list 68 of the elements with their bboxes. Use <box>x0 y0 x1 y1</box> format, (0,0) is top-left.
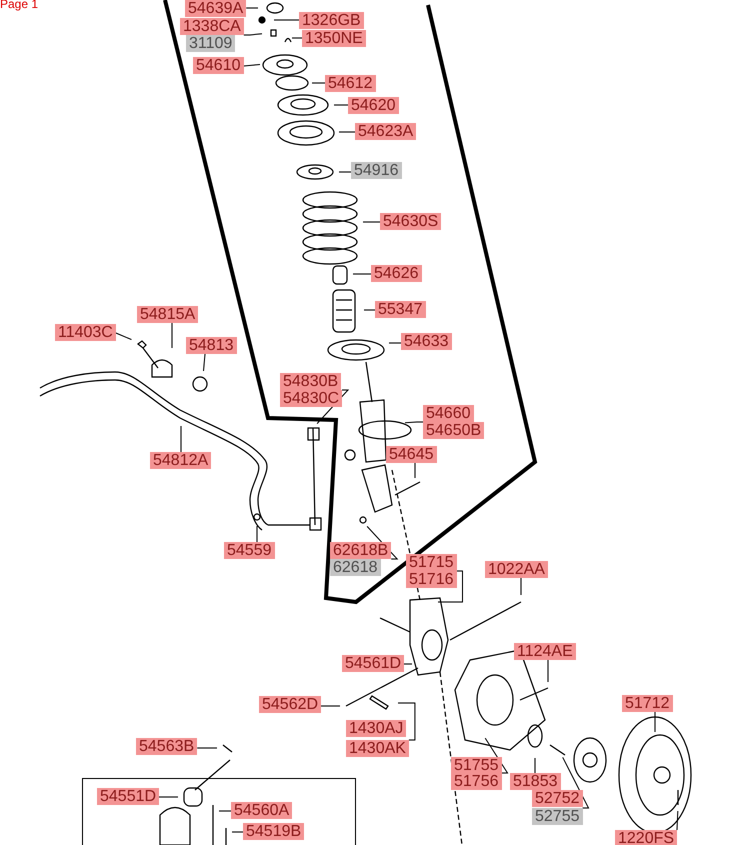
part-number: 54813 <box>186 337 236 354</box>
leader-line <box>158 796 178 798</box>
part-number: 54612 <box>325 75 376 92</box>
part-number: 1430AK <box>346 740 409 757</box>
part-number: 51755 <box>451 757 502 774</box>
part-number: 54916 <box>351 162 402 179</box>
part-number: 54563B <box>136 738 198 755</box>
leader-line <box>398 702 416 740</box>
leader-line <box>243 33 262 36</box>
leader-line <box>534 758 536 774</box>
leader-line <box>115 332 132 340</box>
leader-line <box>520 578 522 596</box>
part-number: 54639A <box>185 0 246 17</box>
leader-line <box>438 570 463 602</box>
page-number: Page 1 <box>0 0 38 11</box>
part-number: 51715 <box>406 554 456 571</box>
part-number: 1326GB <box>299 12 364 29</box>
part-number: 62618 <box>330 559 380 576</box>
part-number: 54561D <box>342 655 404 672</box>
leader-line <box>312 82 326 84</box>
leader-line <box>484 738 508 774</box>
part-number: 54812A <box>150 452 212 469</box>
part-number: 1220FS <box>615 830 678 845</box>
part-number: 54650B <box>423 422 484 439</box>
part-number: 1430AJ <box>346 720 406 737</box>
part-number: 54610 <box>193 57 244 74</box>
part-number: 1338CA <box>180 18 244 35</box>
leader-line <box>334 104 348 106</box>
part-number: 51853 <box>510 773 560 790</box>
leader-line <box>654 712 656 732</box>
leader-line <box>180 426 182 452</box>
part-number: 52752 <box>532 790 582 807</box>
leader-line <box>676 810 678 830</box>
leader-line <box>256 526 258 542</box>
leader-line <box>404 422 424 424</box>
part-number: 1124AE <box>514 643 576 660</box>
part-number: 55347 <box>375 301 426 318</box>
leader-line <box>414 462 416 478</box>
part-number: 54830B <box>280 373 342 390</box>
leader-line <box>388 342 402 344</box>
part-number: 51716 <box>406 571 456 588</box>
leader-line <box>218 810 232 812</box>
part-number: 54660 <box>423 405 474 422</box>
part-number: 54645 <box>386 446 436 463</box>
part-number: 51712 <box>622 695 672 712</box>
leader-line <box>203 354 206 372</box>
part-number: 54620 <box>348 97 398 114</box>
part-number: 54551D <box>97 788 160 805</box>
part-number: 54815A <box>137 306 198 323</box>
part-number: 51756 <box>451 773 502 790</box>
part-number: 52755 <box>532 808 582 825</box>
part-number: 54623A <box>355 123 416 140</box>
part-number: 1350NE <box>302 30 366 47</box>
part-number: 54559 <box>224 542 274 559</box>
leader-line <box>562 756 590 808</box>
leader-line <box>243 64 260 66</box>
part-number: 31109 <box>186 35 236 52</box>
part-number: 62618B <box>330 542 392 559</box>
part-number: 1022AA <box>485 561 548 578</box>
part-number: 54519B <box>243 823 304 840</box>
part-number: 54630S <box>380 213 442 230</box>
assembly-frame <box>82 778 356 845</box>
part-number: 54626 <box>371 265 422 282</box>
part-number: 11403C <box>55 324 116 341</box>
part-number: 54830C <box>280 390 342 407</box>
part-number: 54633 <box>401 333 452 350</box>
part-number: 54562D <box>259 696 322 713</box>
part-number: 54560A <box>231 802 292 819</box>
